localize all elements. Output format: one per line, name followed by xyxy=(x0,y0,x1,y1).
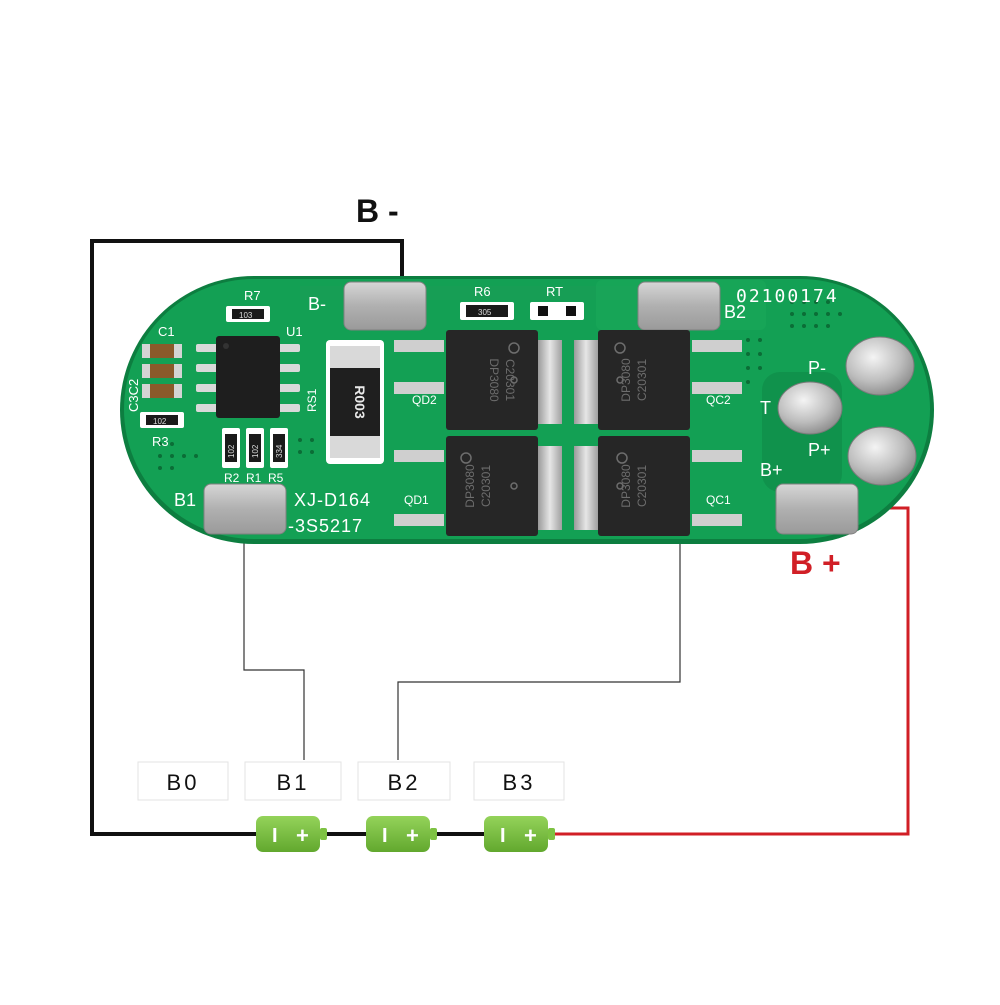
code-r6: 305 xyxy=(478,308,492,317)
svg-text:C20301: C20301 xyxy=(635,359,649,401)
tap-wire-b2 xyxy=(397,538,681,760)
output-pads xyxy=(777,336,917,486)
pad-b1 xyxy=(203,483,287,535)
silk-b1: B1 xyxy=(174,490,196,510)
resistor-r3 xyxy=(140,412,184,428)
battery-cell-3: I + xyxy=(484,816,555,852)
svg-text:DP3080: DP3080 xyxy=(487,358,501,402)
silk-rt: RT xyxy=(546,284,563,299)
silk-u1: U1 xyxy=(286,324,303,339)
ic-u1 xyxy=(196,336,300,418)
battery-cell-1: I + xyxy=(256,816,327,852)
pad-b-plus xyxy=(775,483,859,535)
code-r2: 102 xyxy=(227,444,236,458)
tap-label-b0: B0 xyxy=(137,761,229,801)
label-b-plus: B + xyxy=(790,545,841,581)
mosfet-qd1 xyxy=(394,436,562,536)
silk-qc2: QC2 xyxy=(706,393,731,407)
resistor-r6 xyxy=(460,302,514,320)
silk-r3: R3 xyxy=(152,434,169,449)
silk-b2: B2 xyxy=(724,302,746,322)
svg-text:B1: B1 xyxy=(277,770,310,795)
pad-b2 xyxy=(637,281,721,331)
svg-text:DP3080: DP3080 xyxy=(619,464,633,508)
board-model-2: -3S5217 xyxy=(288,516,363,536)
silk-c1: C1 xyxy=(158,324,175,339)
svg-text:B0: B0 xyxy=(167,770,200,795)
silk-r6: R6 xyxy=(474,284,491,299)
svg-text:I: I xyxy=(382,825,388,847)
resistor-r7 xyxy=(226,306,270,322)
board-serial: 02100174 xyxy=(736,286,839,307)
mosfet-qd2 xyxy=(394,330,562,430)
silk-qd1: QD1 xyxy=(404,493,429,507)
tap-wire-b1 xyxy=(243,532,305,760)
code-r5: 334 xyxy=(275,444,284,458)
svg-text:B3: B3 xyxy=(503,770,536,795)
pad-b-minus xyxy=(343,281,427,331)
silk-p-plus: P+ xyxy=(808,440,831,460)
silk-c3c2: C3C2 xyxy=(126,379,141,412)
battery-cell-2: I + xyxy=(366,816,437,852)
svg-text:C20301: C20301 xyxy=(635,465,649,507)
silkscreen: R7 R6 RT U1 C1 C3C2 R3 RS1 R2 R1 R5 QD2 … xyxy=(126,284,839,536)
svg-text:+: + xyxy=(406,823,419,848)
mosfet-logos xyxy=(460,342,628,490)
svg-text:+: + xyxy=(296,823,309,848)
thermistor-rt xyxy=(530,302,584,320)
mosfet-qc2 xyxy=(574,330,742,430)
shunt-resistor-rs1 xyxy=(326,340,384,464)
code-r1: 102 xyxy=(251,444,260,458)
silk-p-minus: P- xyxy=(808,358,826,378)
silk-b-plus: B+ xyxy=(760,460,783,480)
svg-text:DP3080: DP3080 xyxy=(463,464,477,508)
svg-text:R003: R003 xyxy=(352,385,368,419)
svg-text:C20301: C20301 xyxy=(503,359,517,401)
silk-r2: R2 xyxy=(224,471,240,485)
silk-qd2: QD2 xyxy=(412,393,437,407)
svg-text:I: I xyxy=(500,825,506,847)
board-model-1: XJ-D164 xyxy=(294,490,371,510)
silk-b-minus: B- xyxy=(308,294,326,314)
positive-wire xyxy=(548,506,910,836)
label-b-minus: B - xyxy=(356,193,399,229)
silk-r1: R1 xyxy=(246,471,262,485)
svg-text:DP3080: DP3080 xyxy=(619,358,633,402)
svg-text:B2: B2 xyxy=(388,770,421,795)
capacitors xyxy=(142,344,182,398)
mosfet-markings: DP3080 C20301 DP3080 C20301 DP3080 C2030… xyxy=(463,358,649,508)
shunt-code: R003 xyxy=(352,385,368,419)
code-r7: 103 xyxy=(239,311,253,320)
tap-label-b2: B2 xyxy=(357,761,451,801)
silk-r5: R5 xyxy=(268,471,284,485)
silk-r7: R7 xyxy=(244,288,261,303)
silk-t: T xyxy=(760,398,771,418)
tap-label-b3: B3 xyxy=(473,761,565,801)
silk-qc1: QC1 xyxy=(706,493,731,507)
svg-text:+: + xyxy=(524,823,537,848)
silk-rs1: RS1 xyxy=(305,388,319,412)
negative-wire xyxy=(90,239,486,836)
svg-text:C20301: C20301 xyxy=(479,465,493,507)
mosfet-qc1 xyxy=(574,436,742,536)
resistors-r2-r1-r5 xyxy=(222,428,288,468)
component-codes: 103 305 102 102 102 334 xyxy=(153,308,492,458)
svg-text:I: I xyxy=(272,825,278,847)
code-r3: 102 xyxy=(153,417,167,426)
tap-label-b1: B1 xyxy=(244,761,342,801)
